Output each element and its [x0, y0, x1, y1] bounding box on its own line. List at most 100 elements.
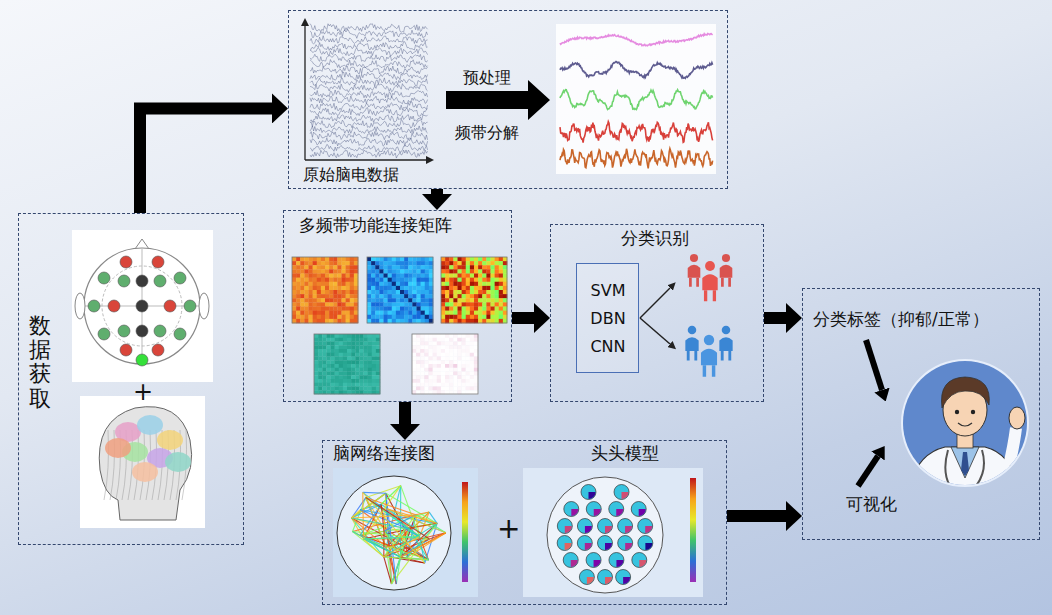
matrix-cell: [474, 307, 478, 311]
matrix-cell: [449, 261, 453, 265]
matrix-cell: [314, 353, 318, 357]
matrix-cell: [462, 338, 466, 342]
matrix-cell: [337, 257, 341, 261]
matrix-cell: [304, 282, 308, 286]
matrix-cell: [331, 334, 335, 338]
matrix-cell: [325, 265, 329, 269]
person-body: [719, 337, 732, 351]
channel-disc: [609, 502, 624, 517]
matrix-cell: [408, 311, 412, 315]
matrix-cell: [367, 302, 371, 306]
matrix-cell: [453, 353, 457, 357]
matrix-cell: [470, 261, 474, 265]
matrix-cell: [364, 342, 368, 346]
matrix-cell: [375, 257, 379, 261]
matrix-cell: [326, 364, 330, 368]
matrix-cell: [424, 387, 428, 391]
matrix-cell: [304, 265, 308, 269]
connectors: [140, 108, 786, 516]
brain-region: [165, 452, 191, 472]
matrix-cell: [400, 278, 404, 282]
matrix-cell: [445, 315, 449, 319]
matrix-cell: [417, 261, 421, 265]
matrix-cell: [453, 269, 457, 273]
matrix-cell: [449, 368, 453, 372]
matrix-cell: [321, 298, 325, 302]
matrix-cell: [474, 298, 478, 302]
channel-disc: [557, 536, 572, 551]
matrix-cell: [339, 372, 343, 376]
disc-sector: [605, 577, 612, 584]
matrix-cell: [449, 274, 453, 278]
matrix-cell: [445, 383, 449, 387]
disc: [638, 519, 653, 534]
matrix-cell: [309, 286, 313, 290]
matrix-cell: [342, 257, 346, 261]
matrix-cell: [425, 302, 429, 306]
matrix-cell: [416, 379, 420, 383]
matrix-cell: [384, 278, 388, 282]
matrix-cell: [384, 265, 388, 269]
matrix-cell: [416, 353, 420, 357]
matrix-cell: [445, 278, 449, 282]
matrix-cell: [437, 368, 441, 372]
matrix-cell: [314, 387, 318, 391]
matrix-cell: [441, 311, 445, 315]
matrix-cell: [331, 379, 335, 383]
matrix-cell: [329, 286, 333, 290]
matrix-cell: [379, 269, 383, 273]
matrix-cell: [466, 290, 470, 294]
matrix-cell: [449, 383, 453, 387]
matrix-cell: [417, 311, 421, 315]
matrix-cell: [462, 290, 466, 294]
matrix-cell: [404, 294, 408, 298]
matrix-cell: [371, 302, 375, 306]
matrix-cell: [359, 334, 363, 338]
matrix-cell: [359, 364, 363, 368]
matrix-cell: [462, 265, 466, 269]
matrix-cell: [396, 278, 400, 282]
doctor-picture: [901, 359, 1029, 501]
matrix-cell: [309, 290, 313, 294]
matrix-cell: [300, 278, 304, 282]
matrix-cell: [404, 257, 408, 261]
stethoscope: [945, 450, 984, 494]
electrode: [164, 300, 176, 312]
matrix-cell: [400, 290, 404, 294]
matrix-cell: [321, 261, 325, 265]
matrix-cell: [416, 383, 420, 387]
matrix-cell: [350, 286, 354, 290]
matrix-cell: [368, 372, 372, 376]
matrix-cell: [392, 261, 396, 265]
matrix-cell: [317, 286, 321, 290]
eeg-trace: [310, 60, 428, 69]
matrix-cell: [335, 387, 339, 391]
matrix-cell: [495, 269, 499, 273]
person-head: [704, 335, 714, 345]
matrix-cell: [335, 375, 339, 379]
matrix-cell: [482, 290, 486, 294]
network-link: [366, 498, 429, 539]
matrix-cell: [474, 286, 478, 290]
matrix-cell: [470, 360, 474, 364]
matrix-cell: [313, 282, 317, 286]
matrix-cell: [457, 368, 461, 372]
matrix-cell: [458, 265, 462, 269]
matrix-cell: [371, 311, 375, 315]
matrix-cell: [359, 349, 363, 353]
matrix-cell: [416, 372, 420, 376]
matrix-cell: [346, 311, 350, 315]
matrix-cell: [462, 311, 466, 315]
shirt: [951, 447, 979, 478]
matrix-cell: [445, 302, 449, 306]
matrix-cell: [441, 302, 445, 306]
electrode: [136, 325, 148, 337]
matrix-cell: [351, 349, 355, 353]
eeg-trace: [310, 24, 428, 33]
matrix-cell: [449, 349, 453, 353]
matrix-cell: [470, 265, 474, 269]
disc: [586, 502, 601, 517]
matrix-cell: [491, 265, 495, 269]
matrix-cell: [412, 372, 416, 376]
matrix-cell: [445, 265, 449, 269]
